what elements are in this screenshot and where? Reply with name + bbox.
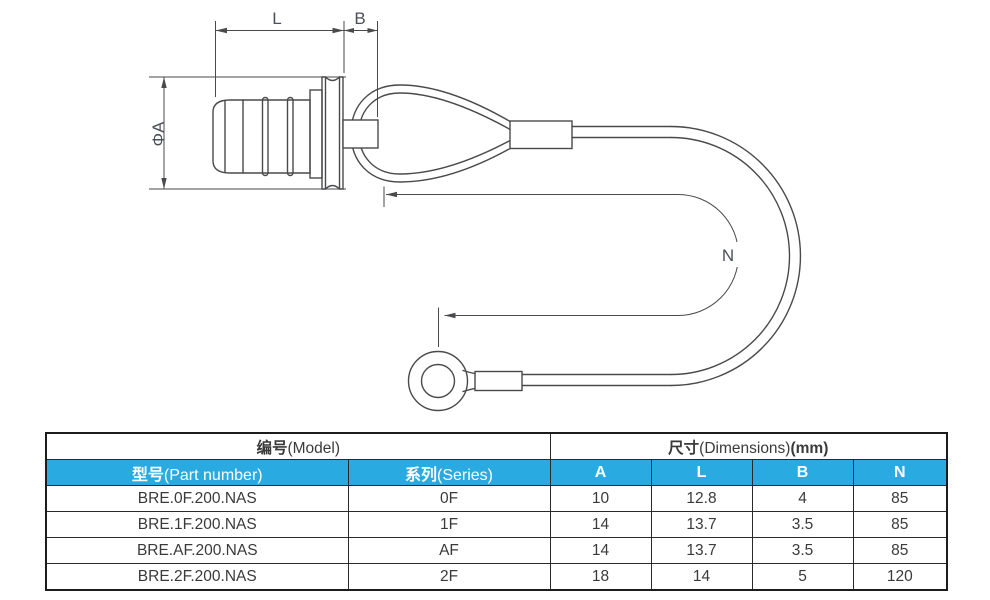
cell-series: 2F: [347, 563, 551, 591]
table-row: BRE.2F.200.NAS 2F 18 14 5 120: [45, 563, 948, 591]
table-row: BRE.AF.200.NAS AF 14 13.7 3.5 85: [45, 537, 948, 564]
dim-label-phiA: ΦA: [149, 121, 168, 147]
col-header-A: A: [549, 459, 652, 486]
cell-part-number: BRE.0F.200.NAS: [45, 485, 349, 512]
dim-label-N: N: [722, 246, 734, 265]
cell-a: 18: [549, 563, 652, 591]
dimension-L: [215, 21, 345, 97]
col-part-number-zh: 型号: [131, 466, 164, 484]
cell-series: AF: [347, 537, 551, 564]
cell-a: 10: [549, 485, 652, 512]
cell-b: 4: [751, 485, 854, 512]
cell-l: 12.8: [650, 485, 753, 512]
col-series-zh: 系列: [404, 466, 437, 484]
spec-table: 编号(Model) 尺寸(Dimensions)(mm) 型号(Part num…: [45, 432, 949, 591]
cell-part-number: BRE.2F.200.NAS: [45, 563, 349, 591]
cap-flange: [321, 76, 344, 190]
dimension-lines: [149, 21, 741, 347]
table-row: BRE.1F.200.NAS 1F 14 13.7 3.5 85: [45, 511, 948, 538]
dimension-B: [344, 21, 378, 117]
dim-label-B: B: [354, 9, 365, 28]
cell-part-number: BRE.1F.200.NAS: [45, 511, 349, 538]
col-header-series: 系列(Series): [347, 459, 551, 486]
col-header-part-number: 型号(Part number): [45, 459, 349, 486]
spec-table-container: 编号(Model) 尺寸(Dimensions)(mm) 型号(Part num…: [45, 432, 949, 591]
cell-series: 0F: [347, 485, 551, 512]
ring-terminal: [407, 350, 469, 412]
group-header-row: 编号(Model) 尺寸(Dimensions)(mm): [45, 432, 948, 460]
col-part-number-en: (Part number): [163, 466, 263, 484]
header-model: 编号(Model): [45, 432, 551, 460]
table-row: BRE.0F.200.NAS 0F 10 12.8 4 85: [45, 485, 948, 512]
column-header-row: 型号(Part number) 系列(Series) A L B N: [45, 459, 948, 486]
header-dimensions-en: (Dimensions): [699, 439, 791, 457]
cell-part-number: BRE.AF.200.NAS: [45, 537, 349, 564]
header-dimensions-unit: (mm): [790, 439, 829, 457]
header-model-en: (Model): [287, 439, 341, 457]
dimension-phiA: [149, 76, 346, 190]
cell-l: 14: [650, 563, 753, 591]
cell-l: 13.7: [650, 537, 753, 564]
header-dimensions-zh: 尺寸: [668, 439, 700, 457]
cell-n: 85: [852, 537, 948, 564]
header-model-zh: 编号: [256, 439, 288, 457]
dim-label-L: L: [272, 9, 281, 28]
cell-series: 1F: [347, 511, 551, 538]
col-header-B: B: [751, 459, 854, 486]
cable-end-crimp: [462, 369, 523, 393]
cell-b: 3.5: [751, 511, 854, 538]
cell-a: 14: [549, 511, 652, 538]
cap-tab: [342, 119, 379, 149]
header-dimensions: 尺寸(Dimensions)(mm): [549, 432, 948, 460]
cap-body: [212, 89, 323, 179]
col-series-en: (Series): [437, 466, 494, 484]
cell-l: 13.7: [650, 511, 753, 538]
crimp-sleeve: [509, 120, 573, 150]
cell-b: 5: [751, 563, 854, 591]
col-header-L: L: [650, 459, 753, 486]
col-header-N: N: [852, 459, 948, 486]
dimension-N: [383, 186, 741, 347]
cell-n: 85: [852, 511, 948, 538]
technical-drawing: L B ΦA N: [149, 9, 802, 412]
drawing-canvas: L B ΦA N: [149, 9, 802, 412]
lanyard-cable: [521, 125, 802, 387]
cell-b: 3.5: [751, 537, 854, 564]
cell-n: 85: [852, 485, 948, 512]
cell-n: 120: [852, 563, 948, 591]
cell-a: 14: [549, 537, 652, 564]
